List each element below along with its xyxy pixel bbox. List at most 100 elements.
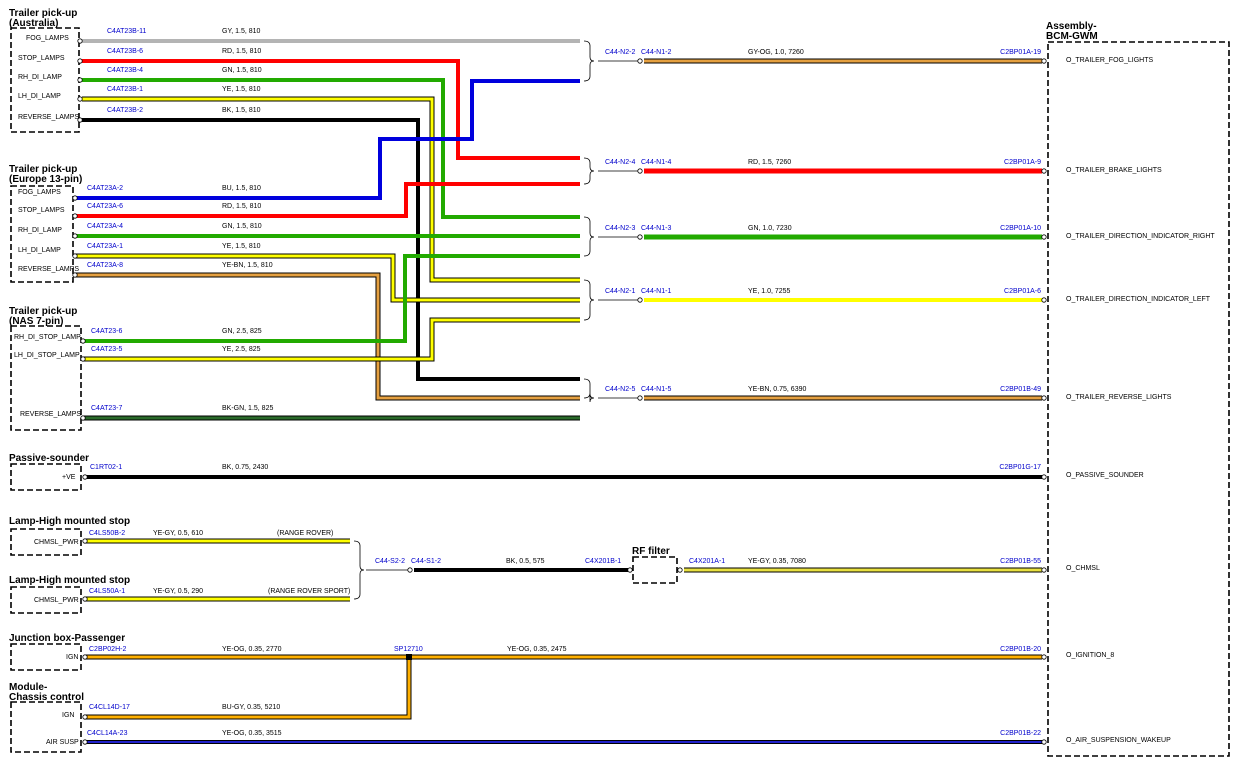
ign-term bbox=[82, 654, 88, 660]
chmsl-splice-term bbox=[407, 567, 413, 573]
nas-pin-0: RH_DI_STOP_LAMP bbox=[14, 334, 81, 341]
aus-conn-3: C4AT23B-1 bbox=[107, 86, 143, 93]
bcm-term-4 bbox=[1041, 395, 1047, 401]
labels-layer: FOG_LAMPS C4AT23B-11 GY, 1.5, 810STOP_LAMP… bbox=[14, 28, 1215, 746]
wire-aus-stop bbox=[82, 59, 580, 160]
aus-spec-3: YE, 1.5, 810 bbox=[222, 86, 261, 93]
splice-b-1: C44-N1-4 bbox=[641, 159, 671, 166]
ign-spec2: YE-OG, 0.35, 2475 bbox=[507, 646, 567, 653]
nas-conn-1: C4AT23-5 bbox=[91, 346, 122, 353]
splice-brace-0 bbox=[583, 40, 595, 82]
splice-bcm-conn-0: C2BP01A-19 bbox=[1000, 49, 1041, 56]
passive-spec: BK, 0.75, 2430 bbox=[222, 464, 268, 471]
module-ign-pin: IGN bbox=[62, 712, 74, 719]
nas-spec-1: YE, 2.5, 825 bbox=[222, 346, 261, 353]
splice-a-4: C44-N2-5 bbox=[605, 386, 635, 393]
aus-term-4 bbox=[77, 117, 83, 123]
aus-spec-0: GY, 1.5, 810 bbox=[222, 28, 261, 35]
chmsl-rr-term bbox=[82, 538, 88, 544]
aus-term-0 bbox=[77, 38, 83, 44]
chmsl-rrs-pin: CHMSL_PWR bbox=[34, 597, 79, 604]
chmsl-rrs-variant: (RANGE ROVER SPORT) bbox=[268, 588, 350, 595]
eu-pin-4: REVERSE_LAMPS bbox=[18, 266, 79, 273]
wire-nas-rh bbox=[84, 254, 580, 343]
passive-signal: O_PASSIVE_SOUNDER bbox=[1066, 472, 1144, 479]
aus-spec-2: GN, 1.5, 810 bbox=[222, 67, 262, 74]
passive-bcm-conn: C2BP01G-17 bbox=[999, 464, 1041, 471]
splice-term-4 bbox=[637, 395, 643, 401]
wire-aus-rev bbox=[82, 118, 580, 381]
chmsl-rf-in: C4X201B-1 bbox=[585, 558, 621, 565]
eu-conn-4: C4AT23A-8 bbox=[87, 262, 123, 269]
splice-brace-2 bbox=[583, 216, 595, 257]
passive-bcm-term bbox=[1041, 474, 1047, 480]
splice-b-0: C44-N1-2 bbox=[641, 49, 671, 56]
aus-conn-0: C4AT23B-11 bbox=[107, 28, 147, 35]
bcm-term-3 bbox=[1041, 297, 1047, 303]
rf-filter-title: RF filter bbox=[632, 546, 670, 557]
bcm-term-1 bbox=[1041, 168, 1047, 174]
module-ign-conn: C4CL14D-17 bbox=[89, 704, 130, 711]
splice-a-3: C44-N2-1 bbox=[605, 288, 635, 295]
eu-pin-2: RH_DI_LAMP bbox=[18, 227, 62, 234]
chmsl-brace bbox=[353, 540, 365, 600]
eu-spec-3: YE, 1.5, 810 bbox=[222, 243, 261, 250]
splice-bcm-conn-3: C2BP01A-6 bbox=[1004, 288, 1041, 295]
eu-conn-0: C4AT23A-2 bbox=[87, 185, 123, 192]
eu-term-2 bbox=[72, 233, 78, 239]
passive-pin: +VE bbox=[62, 474, 76, 481]
passive-title: Passive-sounder bbox=[9, 453, 89, 464]
wire-aus-rh bbox=[82, 78, 580, 219]
aus-term-3 bbox=[77, 96, 83, 102]
nas-pin-1: LH_DI_STOP_LAMP bbox=[14, 352, 80, 359]
nas-term-1 bbox=[80, 356, 86, 362]
eu-pin-3: LH_DI_LAMP bbox=[18, 247, 61, 254]
nas-conn-0: C4AT23-6 bbox=[91, 328, 122, 335]
aus-spec-1: RD, 1.5, 810 bbox=[222, 48, 261, 55]
tpu-nas-title: Trailer pick-up bbox=[9, 306, 77, 317]
wire-eu-lh bbox=[76, 254, 580, 302]
chmsl-rr-variant: (RANGE ROVER) bbox=[277, 530, 333, 537]
splice-spec-4: YE-BN, 0.75, 6390 bbox=[748, 386, 806, 393]
jbox-title: Junction box-Passenger bbox=[9, 633, 125, 644]
eu-pin-0: FOG_LAMPS bbox=[18, 189, 61, 196]
wire-eu-stop bbox=[76, 182, 580, 218]
ign-bcm-conn: C2BP01B-20 bbox=[1000, 646, 1041, 653]
splice-brace-1 bbox=[583, 157, 595, 185]
chmsl-out-spec: YE-GY, 0.35, 7080 bbox=[748, 558, 806, 565]
chmsl-splice-a: C44-S2-2 bbox=[375, 558, 405, 565]
bcm-signal-0: O_TRAILER_FOG_LIGHTS bbox=[1066, 57, 1153, 64]
wire-aus-lh bbox=[82, 97, 580, 282]
aus-pin-2: RH_DI_LAMP bbox=[18, 74, 62, 81]
splice-a-2: C44-N2-3 bbox=[605, 225, 635, 232]
lamp-rr-box bbox=[10, 528, 82, 556]
aus-term-2 bbox=[77, 77, 83, 83]
chmsl-rr-spec: YE-GY, 0.5, 610 bbox=[153, 530, 203, 537]
wire-eu-fog bbox=[76, 79, 580, 200]
chmsl-splice-b: C44-S1-2 bbox=[411, 558, 441, 565]
splice-brace-4 bbox=[583, 378, 595, 403]
lamp-rr-title: Lamp-High mounted stop bbox=[9, 516, 130, 527]
aus-pin-1: STOP_LAMPS bbox=[18, 55, 65, 62]
eu-spec-0: BU, 1.5, 810 bbox=[222, 185, 261, 192]
ign-signal: O_IGNITION_8 bbox=[1066, 652, 1114, 659]
splice-bcm-conn-4: C2BP01B-49 bbox=[1000, 386, 1041, 393]
lamp-rrs-title: Lamp-High mounted stop bbox=[9, 575, 130, 586]
lamp-rrs-box bbox=[10, 586, 82, 614]
aus-pin-4: REVERSE_LAMPS bbox=[18, 114, 79, 121]
ign-bcm-term bbox=[1041, 654, 1047, 660]
eu-conn-1: C4AT23A-6 bbox=[87, 203, 123, 210]
chmsl-rr-conn: C4LS50B-2 bbox=[89, 530, 125, 537]
aus-conn-2: C4AT23B-4 bbox=[107, 67, 143, 74]
module-ign-term bbox=[82, 714, 88, 720]
splice-term-0 bbox=[637, 58, 643, 64]
chmsl-rr-pin: CHMSL_PWR bbox=[34, 539, 79, 546]
tpu-aus-subtitle: (Australia) bbox=[9, 18, 58, 29]
module-subtitle: Chassis control bbox=[9, 692, 84, 703]
aus-spec-4: BK, 1.5, 810 bbox=[222, 107, 261, 114]
wire-module-ign bbox=[86, 657, 411, 719]
aus-term-1 bbox=[77, 58, 83, 64]
bcm-box bbox=[1047, 41, 1230, 757]
bcm-title: Assembly- bbox=[1046, 21, 1097, 32]
